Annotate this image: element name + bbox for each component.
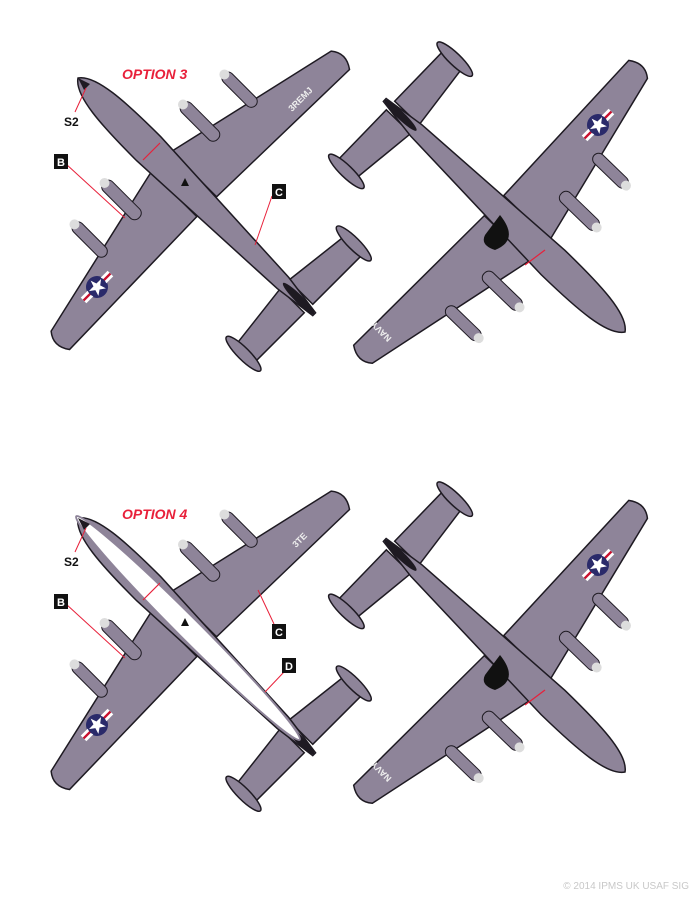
option4-top-view: 3TE [0,373,460,900]
label-d: D [285,661,293,673]
label-s2: S2 [64,115,79,129]
label-b-box [54,154,68,169]
option3-underside-view: NAVY [241,0,695,479]
label-b: B [57,597,65,609]
leader-line [254,195,273,246]
option-title: OPTION 3 [122,66,188,82]
option4-underside-view: NAVY [241,391,695,900]
leader-line [264,671,285,693]
label-c: C [275,187,283,199]
option3-top-view: 3REMJ [0,0,460,460]
label-b-box [54,594,68,609]
leader-line [65,603,126,659]
label-s2: S2 [64,555,79,569]
label-c: C [275,627,283,639]
leader-line [257,589,275,625]
label-d-box [282,658,296,673]
leader-line [74,527,87,553]
label-c-box [272,184,286,199]
label-b: B [57,157,65,169]
label-c-box [272,624,286,639]
copyright-notice: © 2014 IPMS UK USAF SIG [563,881,689,892]
leader-line [65,163,126,219]
option-title: OPTION 4 [122,506,188,522]
leader-line [74,87,87,113]
